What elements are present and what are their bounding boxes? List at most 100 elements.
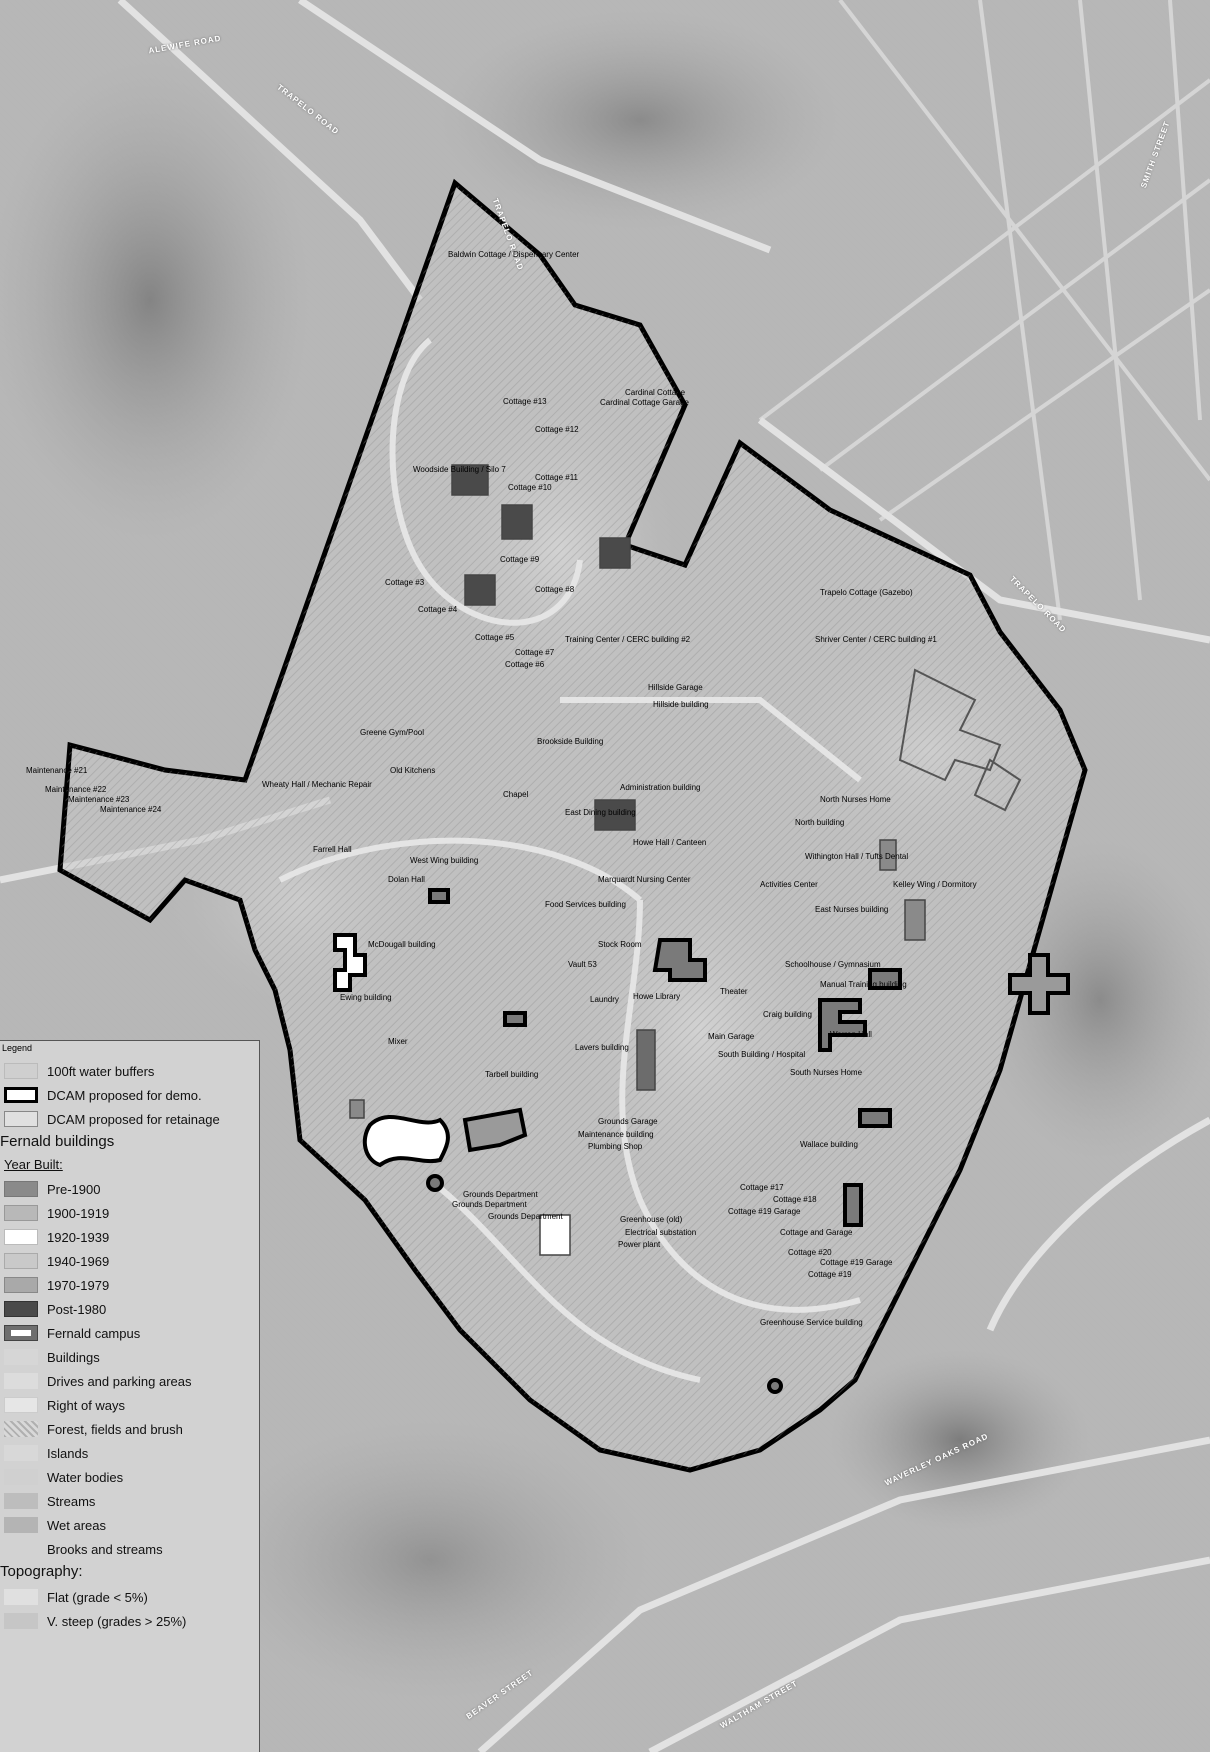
building-label[interactable]: Training Center / CERC building #2 — [565, 635, 691, 644]
building-label[interactable]: Marquardt Nursing Center — [598, 875, 691, 884]
building-label[interactable]: Cottage #19 — [808, 1270, 852, 1279]
building-label[interactable]: North building — [795, 818, 845, 827]
building-label[interactable]: Power plant — [618, 1240, 661, 1249]
building-label[interactable]: Greenhouse Service building — [760, 1318, 863, 1327]
legend-swatch — [4, 1205, 38, 1221]
building-label[interactable]: Withington Hall / Tufts Dental — [805, 852, 909, 861]
legend-swatch — [4, 1373, 38, 1389]
building-label[interactable]: Maintenance #22 — [45, 785, 107, 794]
legend-label: 1900-1919 — [47, 1205, 110, 1221]
legend-heading-topography: Topography: — [0, 1563, 83, 1580]
building-label[interactable]: Main Garage — [708, 1032, 755, 1041]
building-label[interactable]: North Nurses Home — [820, 795, 891, 804]
legend-item-layer: Streams — [0, 1489, 95, 1513]
building-label[interactable]: Wallace building — [800, 1140, 858, 1149]
legend-swatch — [4, 1063, 38, 1079]
building-label[interactable]: Cottage #6 — [505, 660, 545, 669]
building-label[interactable]: Cottage #18 — [773, 1195, 817, 1204]
building-label[interactable]: Cottage #5 — [475, 633, 515, 642]
building-label[interactable]: Theater — [720, 987, 748, 996]
building-label[interactable]: Schoolhouse / Gymnasium — [785, 960, 881, 969]
building-label[interactable]: Maintenance building — [578, 1130, 654, 1139]
building-label[interactable]: Wheaty Hall / Mechanic Repair — [262, 780, 372, 789]
building-label[interactable]: Cottage #4 — [418, 605, 458, 614]
building-label[interactable]: Cottage #7 — [515, 648, 555, 657]
building-label[interactable]: Hillside building — [653, 700, 709, 709]
building-label[interactable]: Grounds Department — [452, 1200, 527, 1209]
building-label[interactable]: Food Services building — [545, 900, 626, 909]
building-label[interactable]: Greene Gym/Pool — [360, 728, 425, 737]
legend-item-campus: Fernald campus — [0, 1321, 140, 1345]
building-label[interactable]: McDougall building — [368, 940, 436, 949]
building-label[interactable]: Shriver Center / CERC building #1 — [815, 635, 937, 644]
building-label[interactable]: Old Kitchens — [390, 766, 436, 775]
building-label[interactable]: Lavers building — [575, 1043, 629, 1052]
building-label[interactable]: Craig building — [763, 1010, 812, 1019]
building-label[interactable]: Cottage #20 — [788, 1248, 832, 1257]
legend-swatch — [4, 1111, 38, 1127]
building-label[interactable]: Cottage #10 — [508, 483, 552, 492]
building-label[interactable]: Cottage #17 — [740, 1183, 784, 1192]
legend-swatch — [4, 1397, 38, 1413]
building-label[interactable]: West Wing building — [410, 856, 479, 865]
building-label[interactable]: Howe Hall / Canteen — [633, 838, 707, 847]
building-label[interactable]: Cottage #9 — [500, 555, 540, 564]
legend-label: 1970-1979 — [47, 1277, 110, 1293]
building-label[interactable]: Grounds Department — [463, 1190, 538, 1199]
building-label[interactable]: South Nurses Home — [790, 1068, 863, 1077]
building-label[interactable]: Greenhouse (old) — [620, 1215, 683, 1224]
building-label[interactable]: Cottage #19 Garage — [820, 1258, 893, 1267]
building-label[interactable]: Farrell Hall — [313, 845, 352, 854]
legend-label: Wet areas — [47, 1517, 107, 1533]
building-label[interactable]: Grounds Department — [488, 1212, 563, 1221]
building-label[interactable]: Warren Hall — [830, 1030, 872, 1039]
legend-item-topo: V. steep (grades > 25%) — [0, 1609, 186, 1633]
building-label[interactable]: Howe Library — [633, 992, 681, 1001]
building-label[interactable]: Chapel — [503, 790, 529, 799]
building-label[interactable]: Brookside Building — [537, 737, 604, 746]
building-label[interactable]: Mixer — [388, 1037, 408, 1046]
building-label[interactable]: Manual Training building — [820, 980, 907, 989]
building-label[interactable]: Plumbing Shop — [588, 1142, 643, 1151]
building-label[interactable]: Cottage #8 — [535, 585, 575, 594]
building-label[interactable]: Ewing building — [340, 993, 392, 1002]
building-label[interactable]: Stock Room — [598, 940, 642, 949]
building-label[interactable]: East Nurses building — [815, 905, 889, 914]
legend-label: 100ft water buffers — [47, 1063, 155, 1079]
building-label[interactable]: Cottage and Garage — [780, 1228, 853, 1237]
building-label[interactable]: East Dining building — [565, 808, 636, 817]
building-label[interactable]: Tarbell building — [485, 1070, 539, 1079]
legend-item-year: 1940-1969 — [0, 1249, 109, 1273]
building-label[interactable]: Maintenance #21 — [26, 766, 88, 775]
building-label[interactable]: Laundry — [590, 995, 619, 1004]
building-label[interactable]: Trapelo Cottage (Gazebo) — [820, 588, 913, 597]
building-label[interactable]: Dolan Hall — [388, 875, 425, 884]
legend-swatch — [4, 1469, 38, 1485]
legend-label: Islands — [47, 1445, 89, 1461]
legend-swatch — [4, 1541, 38, 1557]
building-label[interactable]: Woodside Building / Silo 7 — [413, 465, 506, 474]
building-label[interactable]: Cottage #11 — [535, 473, 578, 482]
building-label[interactable]: Grounds Garage — [598, 1117, 658, 1126]
legend-item-year: Pre-1900 — [0, 1177, 100, 1201]
building-label[interactable]: Cottage #3 — [385, 578, 425, 587]
building-label[interactable]: South Building / Hospital — [718, 1050, 806, 1059]
building-label[interactable]: Electrical substation — [625, 1228, 697, 1237]
building-label[interactable]: Maintenance #24 — [100, 805, 162, 814]
building-label[interactable]: Hillside Garage — [648, 683, 703, 692]
building-label[interactable]: Administration building — [620, 783, 701, 792]
building-label[interactable]: Cardinal Cottage — [625, 388, 686, 397]
legend-swatch — [4, 1253, 38, 1269]
building-label[interactable]: Cottage #19 Garage — [728, 1207, 801, 1216]
building-label[interactable]: Kelley Wing / Dormitory — [893, 880, 977, 889]
building-label[interactable]: Vault 53 — [568, 960, 597, 969]
legend-swatch — [4, 1325, 38, 1341]
building-label[interactable]: Baldwin Cottage / Dispensary Center — [448, 250, 580, 259]
building-label[interactable]: Cardinal Cottage Garage — [600, 398, 689, 407]
building-label[interactable]: Cottage #13 — [503, 397, 547, 406]
building-label[interactable]: Cottage #12 — [535, 425, 579, 434]
building-label[interactable]: Activities Center — [760, 880, 818, 889]
building-label[interactable]: Maintenance #23 — [68, 795, 130, 804]
legend-swatch — [4, 1277, 38, 1293]
